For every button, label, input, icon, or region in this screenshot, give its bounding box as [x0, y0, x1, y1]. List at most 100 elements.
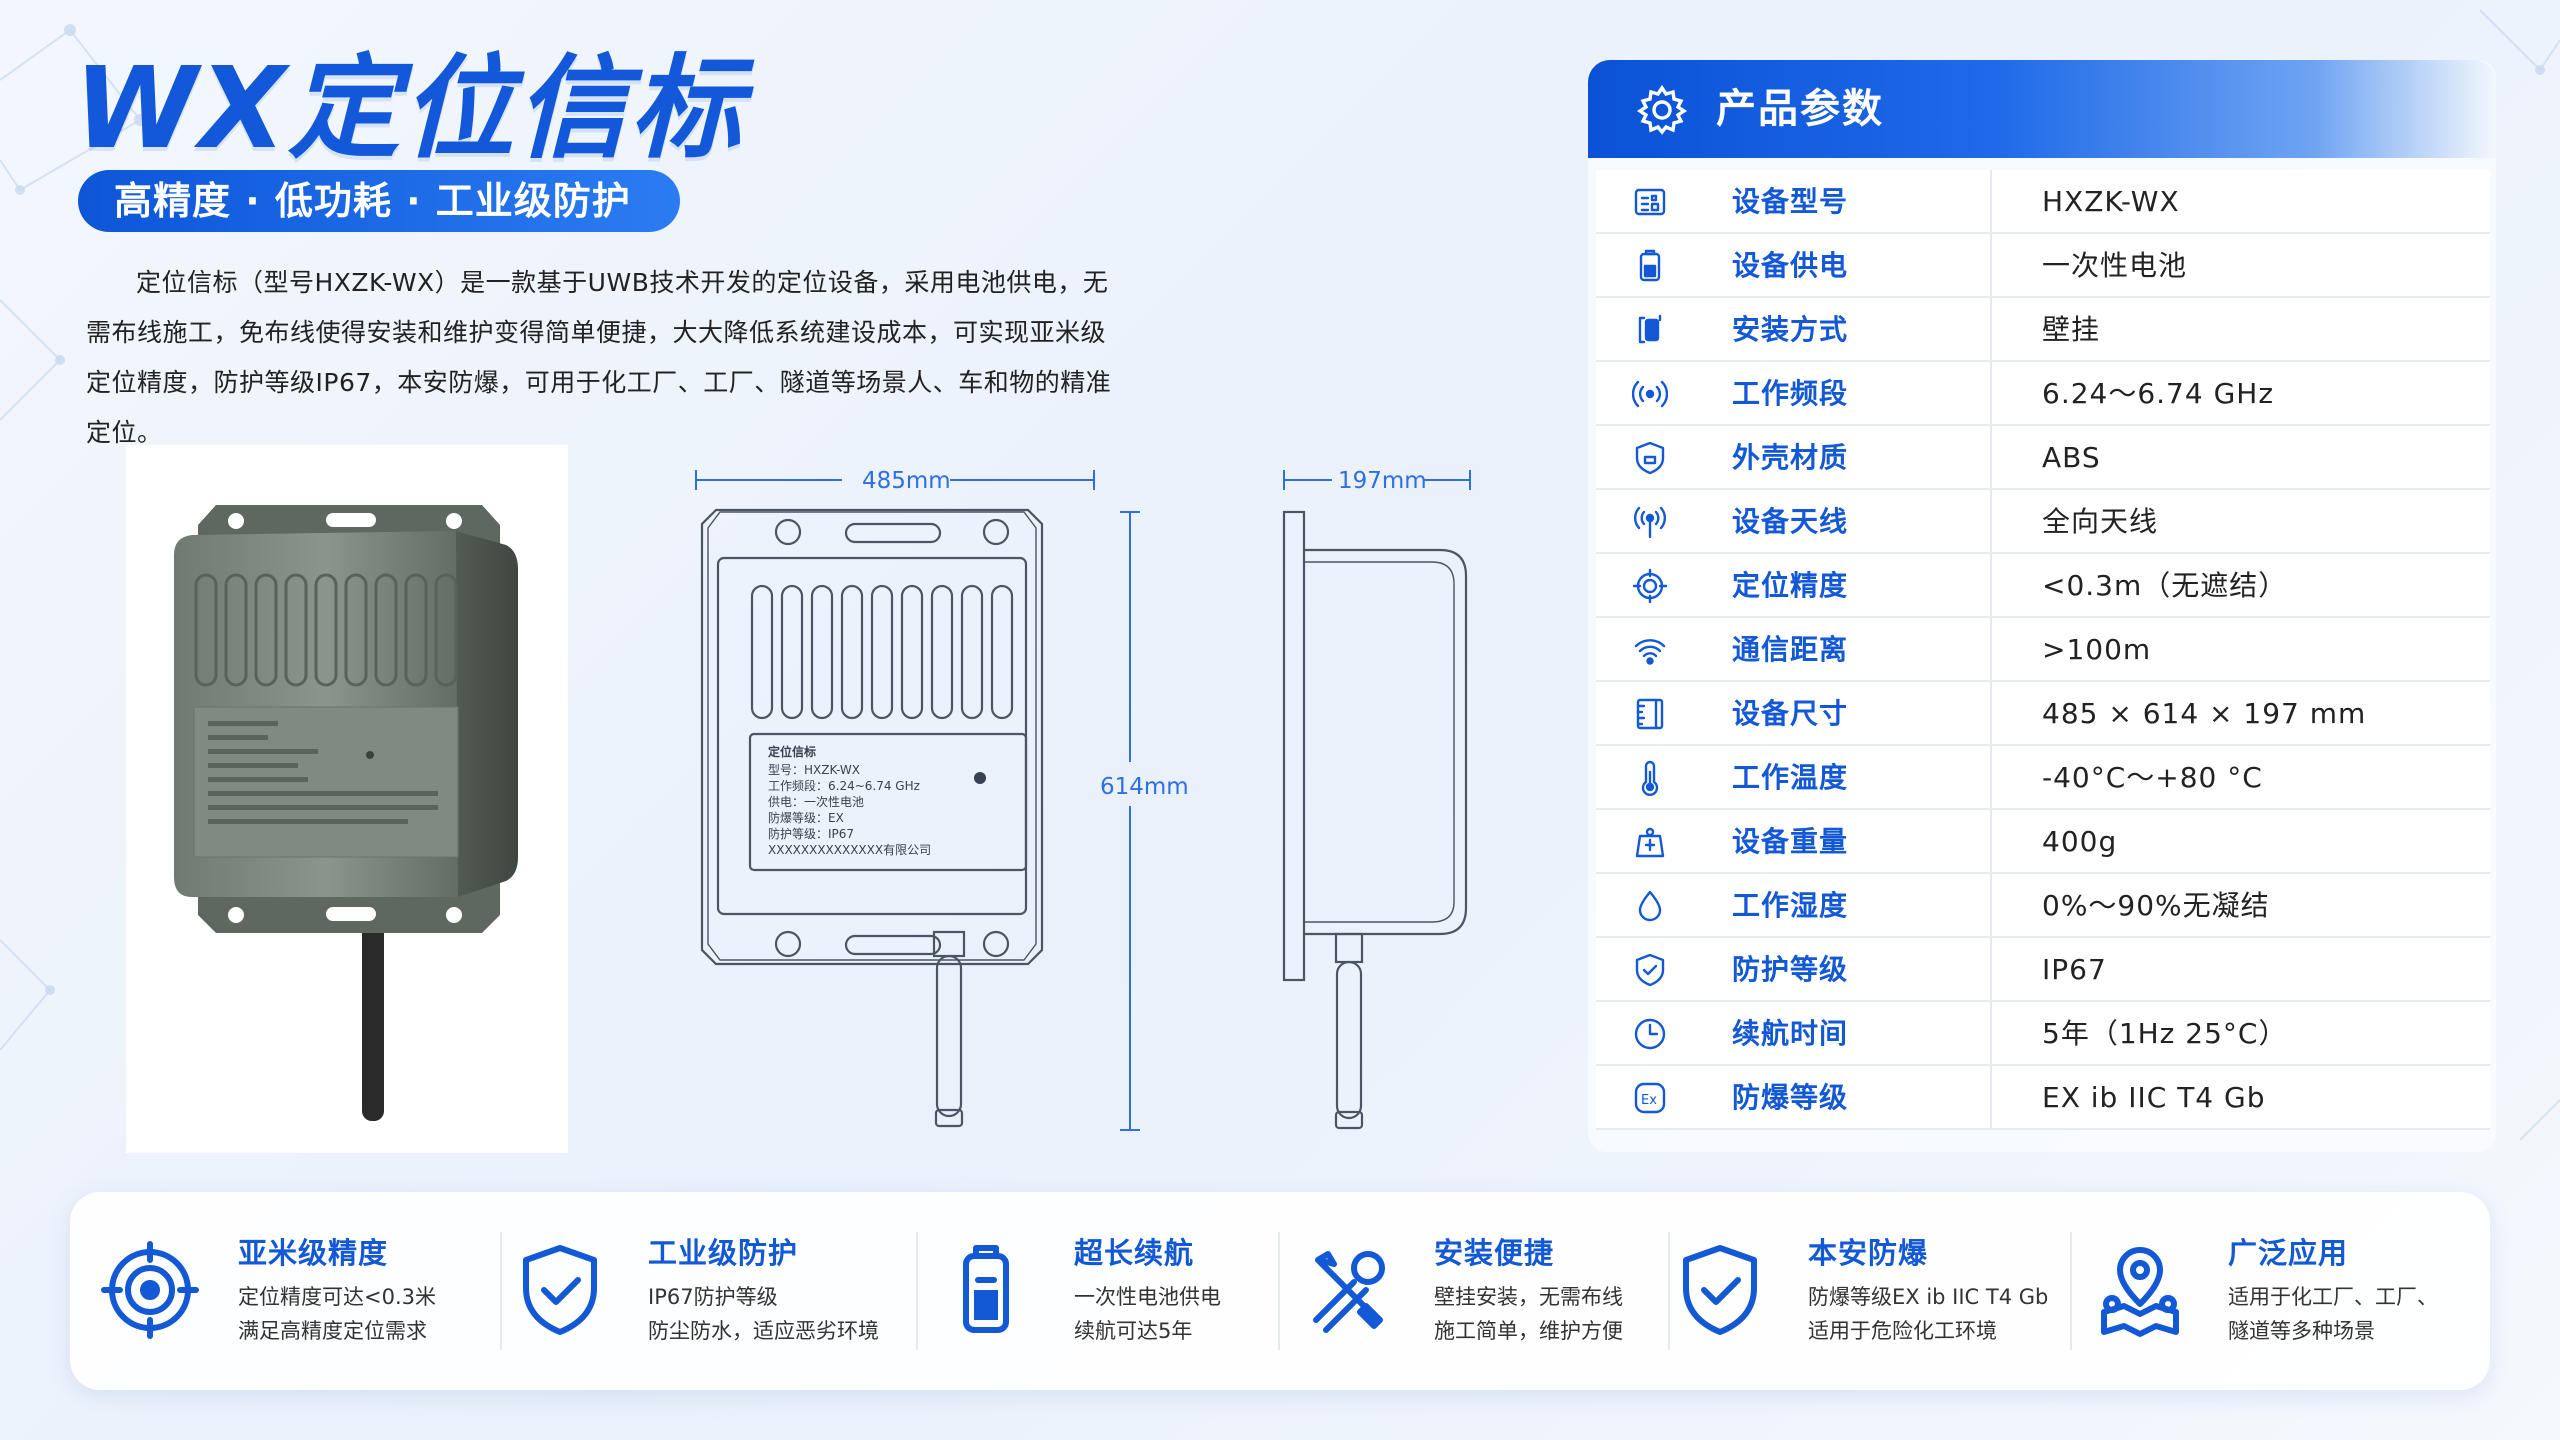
spec-key: 安装方式 — [1732, 313, 1849, 346]
shield-check-icon — [1683, 1245, 1757, 1335]
feature-desc-line2: 隧道等多种场景 — [2228, 1319, 2375, 1343]
location-icon — [2101, 1247, 2179, 1337]
shield-check-icon — [523, 1245, 597, 1335]
antenna-icon — [1634, 506, 1666, 539]
ruler-icon — [1636, 698, 1664, 730]
spec-row: 设备天线 全向天线 — [1596, 490, 2490, 554]
feature-separator — [500, 1232, 502, 1350]
spec-divider — [1990, 1002, 1992, 1064]
spec-value: 壁挂 — [2042, 313, 2101, 346]
spec-value: -40°C～+80 °C — [2042, 761, 2263, 794]
spec-divider — [1990, 426, 1992, 488]
feature-desc-line2: 施工简单，维护方便 — [1434, 1319, 1623, 1343]
spec-value: 一次性电池 — [2042, 249, 2188, 282]
feature-title: 超长续航 — [1074, 1236, 1195, 1270]
dimension-width: 485mm — [862, 468, 951, 494]
spec-divider — [1990, 170, 1992, 232]
spec-key: 防护等级 — [1732, 953, 1849, 986]
dimension-height: 614mm — [1100, 774, 1189, 800]
gear-icon — [1636, 84, 1688, 135]
feature-separator — [1278, 1232, 1280, 1350]
spec-key: 设备天线 — [1732, 505, 1849, 538]
mount-icon — [1638, 314, 1662, 344]
feature-separator — [1668, 1232, 1670, 1350]
spec-header: 产品参数 — [1588, 60, 2496, 158]
spec-value: EX ib IIC T4 Gb — [2042, 1081, 2266, 1114]
product-photo — [126, 445, 568, 1153]
spec-row: 定位精度 <0.3m（无遮结） — [1596, 554, 2490, 618]
spec-row: 设备型号 HXZK-WX — [1596, 170, 2490, 234]
spec-row: 工作湿度 0%～90%无凝结 — [1596, 874, 2490, 938]
radio-wave-icon — [1632, 380, 1668, 408]
feature-desc: 适用于化工厂、工厂、隧道等多种场景 — [2228, 1280, 2438, 1348]
technical-drawings: 定位信标 型号：HXZK-WX 工作频段：6.24~6.74 GHz 供电：一次… — [680, 450, 1500, 1170]
spec-divider — [1990, 682, 1992, 744]
feature-desc-line1: IP67防护等级 — [648, 1285, 778, 1309]
thermometer-icon — [1641, 760, 1659, 796]
feature-desc: 一次性电池供电续航可达5年 — [1074, 1280, 1221, 1348]
spec-key: 防爆等级 — [1732, 1081, 1849, 1114]
spec-row: 工作温度 -40°C～+80 °C — [1596, 746, 2490, 810]
feature-desc-line2: 满足高精度定位需求 — [238, 1319, 427, 1343]
svg-text:Ex: Ex — [1641, 1093, 1657, 1108]
crosshair-icon — [101, 1241, 199, 1339]
feature-title: 亚米级精度 — [238, 1236, 389, 1270]
drawing-label-maker: XXXXXXXXXXXXXX有限公司 — [768, 843, 931, 857]
spec-value: <0.3m（无遮结） — [2042, 569, 2288, 602]
feature-desc-line1: 一次性电池供电 — [1074, 1285, 1221, 1309]
feature-separator — [2070, 1232, 2072, 1350]
shield-check-icon — [1635, 953, 1665, 987]
spec-value: 6.24～6.74 GHz — [2042, 377, 2275, 410]
battery-icon — [1639, 249, 1661, 282]
spec-key: 设备重量 — [1732, 825, 1849, 858]
weight-icon — [1635, 827, 1665, 858]
spec-row: 防护等级 IP67 — [1596, 938, 2490, 1002]
feature-desc-line1: 适用于化工厂、工厂、 — [2228, 1285, 2438, 1309]
spec-value: 485 × 614 × 197 mm — [2042, 697, 2367, 730]
ex-icon: Ex — [1634, 1082, 1666, 1114]
clock-icon — [1634, 1018, 1666, 1050]
spec-key: 通信距离 — [1732, 633, 1849, 666]
shield-icon — [1635, 441, 1665, 475]
feature-title: 安装便捷 — [1434, 1236, 1555, 1270]
spec-divider — [1990, 874, 1992, 936]
spec-value: 0%～90%无凝结 — [2042, 889, 2270, 922]
drawing-label-band: 工作频段：6.24~6.74 GHz — [768, 778, 920, 793]
subtitle-pill: 高精度 · 低功耗 · 工业级防护 — [78, 170, 680, 232]
spec-key: 工作湿度 — [1732, 889, 1849, 922]
drawing-label-model: 型号：HXZK-WX — [768, 763, 860, 777]
wifi-icon — [1634, 639, 1666, 665]
spec-key: 定位精度 — [1732, 569, 1849, 602]
spec-value: IP67 — [2042, 953, 2107, 986]
feature-desc-line2: 防尘防水，适应恶劣环境 — [648, 1319, 879, 1343]
spec-value: HXZK-WX — [2042, 185, 2180, 218]
drawing-label-ip: 防护等级：IP67 — [768, 826, 854, 841]
feature-desc-line2: 续航可达5年 — [1074, 1319, 1193, 1343]
spec-row: 设备供电一次性电池 — [1596, 234, 2490, 298]
feature-desc: IP67防护等级防尘防水，适应恶劣环境 — [648, 1280, 879, 1348]
spec-key: 设备型号 — [1732, 185, 1849, 218]
page-title: WX定位信标 — [74, 44, 744, 174]
id-card-icon — [1634, 188, 1666, 216]
spec-divider — [1990, 746, 1992, 808]
spec-divider — [1990, 362, 1992, 424]
feature-title: 本安防爆 — [1808, 1236, 1929, 1270]
spec-value: 全向天线 — [2042, 505, 2159, 538]
spec-key: 续航时间 — [1732, 1017, 1849, 1050]
spec-divider — [1990, 618, 1992, 680]
feature-desc-line2: 适用于危险化工环境 — [1808, 1319, 1997, 1343]
spec-key: 工作温度 — [1732, 761, 1849, 794]
feature-title: 广泛应用 — [2228, 1236, 2349, 1270]
dimension-depth: 197mm — [1338, 468, 1427, 494]
spec-divider — [1990, 938, 1992, 1000]
spec-divider — [1990, 490, 1992, 552]
feature-desc-line1: 定位精度可达<0.3米 — [238, 1285, 436, 1309]
spec-divider — [1990, 554, 1992, 616]
spec-divider — [1990, 810, 1992, 872]
